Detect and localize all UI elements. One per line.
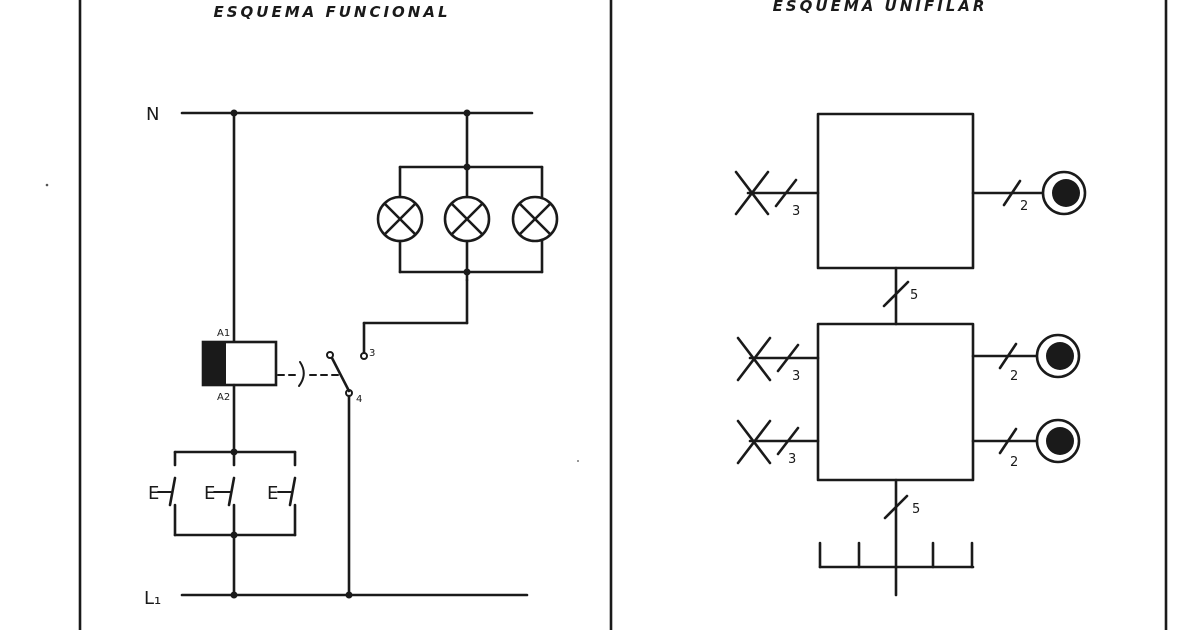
device-box-upper <box>816 112 975 270</box>
wire-count-tick <box>776 426 800 456</box>
pushbutton-contact <box>288 476 297 507</box>
paper-speck <box>45 183 49 187</box>
unifilar-schematic: 5 3 2 3 3 2 2 <box>734 112 1087 597</box>
wire-count-tick <box>774 178 798 208</box>
wire-count-3: 3 <box>792 204 800 219</box>
wire-count-3: 3 <box>788 452 796 467</box>
coil-shaded-end <box>203 342 226 385</box>
lamp-bank <box>376 111 559 282</box>
lamp-icon <box>511 195 559 243</box>
lamp-icon <box>443 195 491 243</box>
functional-title: ESQUEMA FUNCIONAL <box>213 3 450 21</box>
wire-count-5-lower: 5 <box>912 502 920 517</box>
wire-count-tick <box>998 427 1018 455</box>
wire-count-tick <box>883 494 909 520</box>
pushbutton-label-1: E <box>148 483 159 504</box>
paper-speck <box>577 460 579 462</box>
switch-blade <box>330 356 351 393</box>
pushbutton-label-3: E <box>267 483 278 504</box>
line-label: L₁ <box>144 588 161 609</box>
switch-terminal-3 <box>360 352 368 360</box>
wire-count-tick <box>1002 179 1022 207</box>
pushbutton-group: E E E <box>148 448 297 597</box>
switch-terminal <box>326 351 334 359</box>
pushbutton-contact <box>227 476 236 507</box>
device-box-lower <box>816 322 975 482</box>
pushbutton-contact <box>168 476 177 507</box>
wire-count-tick <box>776 343 800 373</box>
changeover-switch: 3 4 <box>326 278 469 597</box>
switch-label-4: 4 <box>356 394 362 405</box>
wire-count-3: 3 <box>792 369 800 384</box>
pushbutton-cross <box>736 336 772 382</box>
switch-label-3: 3 <box>369 348 375 359</box>
wire-count-5-upper: 5 <box>910 288 918 303</box>
wire-count-tick <box>882 280 910 308</box>
wire-count-2: 2 <box>1020 199 1028 214</box>
pushbutton-cross <box>734 170 770 216</box>
pushbutton-cross <box>736 419 772 465</box>
linkage-arc <box>298 361 305 387</box>
relay-coil <box>201 340 278 387</box>
wire-count-tick <box>998 342 1018 370</box>
wire-count-2: 2 <box>1010 455 1018 470</box>
wire-count-2: 2 <box>1010 369 1018 384</box>
pushbutton-label-2: E <box>204 483 215 504</box>
panel-borders <box>78 0 1168 630</box>
neutral-label: N <box>146 104 159 125</box>
coil-label-a1: A1 <box>217 328 230 339</box>
unifilar-title: ESQUEMA UNIFILAR <box>773 0 988 15</box>
distribution-comb <box>818 541 975 569</box>
lamp-icon <box>376 195 424 243</box>
functional-schematic: N L₁ A1 A2 E <box>144 104 559 609</box>
coil-label-a2: A2 <box>217 392 230 403</box>
